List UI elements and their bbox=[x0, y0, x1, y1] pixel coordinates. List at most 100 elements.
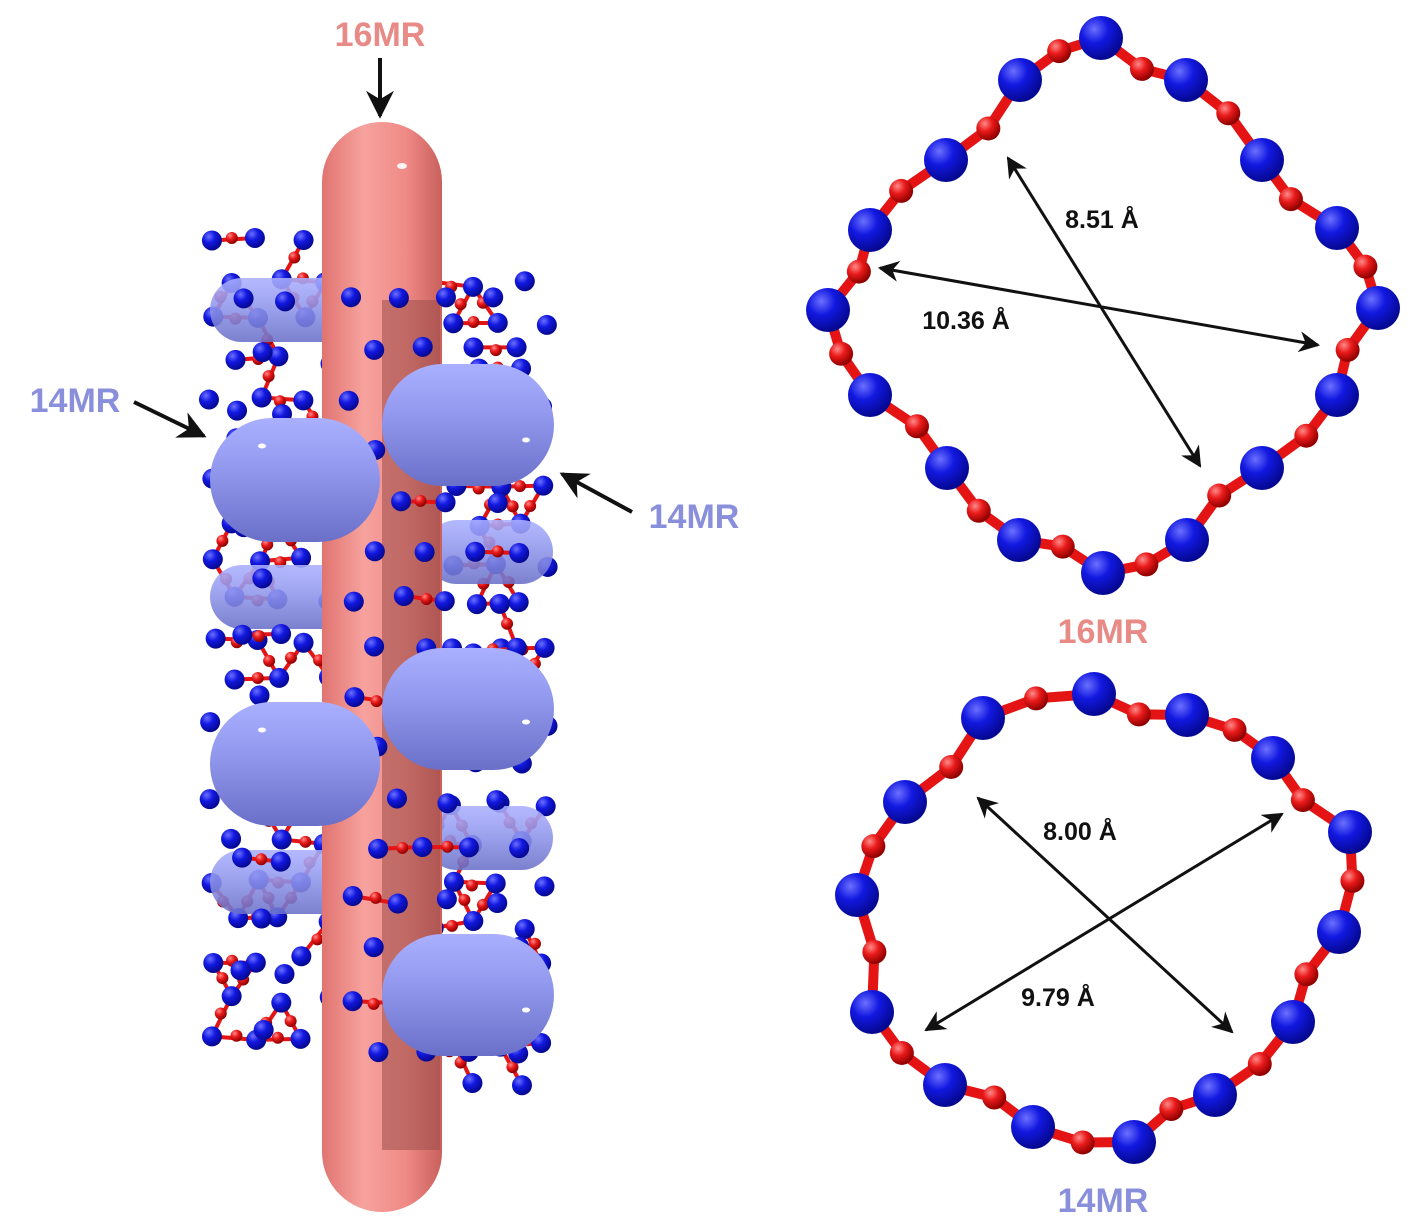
t-atom bbox=[998, 58, 1042, 102]
t-atom bbox=[1328, 810, 1372, 854]
t-atom bbox=[269, 667, 290, 688]
t-atom bbox=[233, 288, 254, 309]
o-atom bbox=[284, 651, 297, 664]
t-atom bbox=[388, 288, 409, 309]
t-atom bbox=[268, 346, 289, 367]
t-atom bbox=[271, 829, 292, 850]
o-atom bbox=[506, 1061, 519, 1074]
t-atom bbox=[850, 990, 894, 1034]
o-atom bbox=[905, 414, 930, 439]
t-atom bbox=[293, 230, 314, 251]
t-atom bbox=[275, 291, 296, 312]
t-atom bbox=[1271, 1000, 1315, 1044]
t-atom bbox=[487, 892, 508, 913]
t-atom bbox=[364, 636, 385, 657]
t-atom bbox=[230, 960, 251, 981]
o-atom bbox=[369, 891, 382, 904]
t-atom bbox=[463, 337, 484, 358]
t-atom bbox=[434, 591, 455, 612]
t-atom bbox=[198, 389, 219, 410]
t-atom bbox=[1164, 58, 1208, 102]
o-atom bbox=[251, 672, 264, 685]
o-atom bbox=[284, 1015, 297, 1028]
t-atom bbox=[341, 287, 362, 308]
t-atom bbox=[1081, 551, 1125, 595]
t-atom bbox=[202, 549, 223, 570]
label-14mr-right: 14MR bbox=[649, 498, 740, 536]
t-atom bbox=[391, 491, 412, 512]
t-atom bbox=[535, 796, 556, 817]
arrow-16mr-distance-b bbox=[877, 260, 1321, 353]
t-atom bbox=[412, 836, 433, 857]
t-atom bbox=[270, 851, 291, 872]
t-atom bbox=[227, 400, 248, 421]
t-atom bbox=[883, 780, 927, 824]
label-14mr-left: 14MR bbox=[30, 382, 121, 420]
t-atom bbox=[200, 712, 221, 733]
t-atom bbox=[486, 790, 507, 811]
t-atom bbox=[1356, 286, 1400, 330]
t-atom bbox=[509, 542, 530, 563]
o-atom bbox=[1024, 686, 1049, 711]
o-atom bbox=[524, 500, 537, 513]
o-atom bbox=[1340, 868, 1365, 893]
o-atom bbox=[501, 617, 514, 630]
t-atom bbox=[462, 1073, 483, 1094]
ring-14mr-measurements: 8.00 Å 9.79 Å 14MR bbox=[924, 796, 1284, 1220]
t-atom bbox=[536, 314, 557, 335]
t-atom bbox=[363, 937, 384, 958]
t-atom bbox=[1079, 16, 1123, 60]
o-atom bbox=[829, 341, 854, 366]
o-atom bbox=[513, 480, 526, 493]
o-atom bbox=[263, 654, 276, 667]
t-atom bbox=[534, 876, 555, 897]
o-atom bbox=[467, 316, 480, 329]
o-atom bbox=[230, 1029, 243, 1042]
t-atom bbox=[514, 271, 535, 292]
t-atom bbox=[225, 349, 246, 370]
o-atom bbox=[1126, 702, 1151, 727]
t-atom bbox=[251, 387, 272, 408]
t-atom bbox=[458, 837, 479, 858]
t-atom bbox=[511, 1075, 532, 1096]
o-atom bbox=[1207, 483, 1232, 508]
t-atom bbox=[199, 789, 220, 810]
t-atom bbox=[274, 964, 295, 985]
channel-14mr-front bbox=[210, 364, 554, 1056]
o-atom bbox=[862, 939, 887, 964]
o-atom bbox=[889, 1040, 914, 1065]
o-atom bbox=[1047, 39, 1072, 64]
t-atom bbox=[343, 591, 364, 612]
t-atom bbox=[923, 1063, 967, 1107]
ring-16mr-title: 16MR bbox=[1058, 613, 1149, 651]
t-atom bbox=[293, 632, 314, 653]
t-atom bbox=[251, 908, 272, 929]
o-atom bbox=[1129, 56, 1154, 81]
t-atom bbox=[364, 541, 385, 562]
t-atom bbox=[245, 952, 266, 973]
t-atom bbox=[342, 991, 363, 1012]
t-atom bbox=[835, 873, 879, 917]
t-atom bbox=[514, 918, 535, 939]
t-atom bbox=[386, 788, 407, 809]
o-atom bbox=[966, 498, 991, 523]
t-atom bbox=[1165, 518, 1209, 562]
distance-14mr-a: 8.00 Å bbox=[1043, 817, 1117, 846]
t-atom bbox=[232, 847, 253, 868]
o-atom bbox=[1070, 1130, 1095, 1155]
t-atom bbox=[924, 138, 968, 182]
o-atom bbox=[846, 259, 871, 284]
o-atom bbox=[1278, 187, 1303, 212]
t-atom bbox=[414, 542, 435, 563]
o-atom bbox=[476, 898, 489, 911]
label-16mr-top: 16MR bbox=[335, 16, 426, 54]
t-atom bbox=[393, 586, 414, 607]
o-atom bbox=[225, 231, 238, 244]
t-atom bbox=[509, 838, 530, 859]
t-atom bbox=[487, 312, 508, 333]
o-atom bbox=[1335, 337, 1360, 362]
t-atom bbox=[271, 623, 292, 644]
t-atom bbox=[466, 594, 487, 615]
distance-16mr-a: 8.51 Å bbox=[1065, 205, 1139, 234]
o-atom bbox=[1222, 717, 1247, 742]
